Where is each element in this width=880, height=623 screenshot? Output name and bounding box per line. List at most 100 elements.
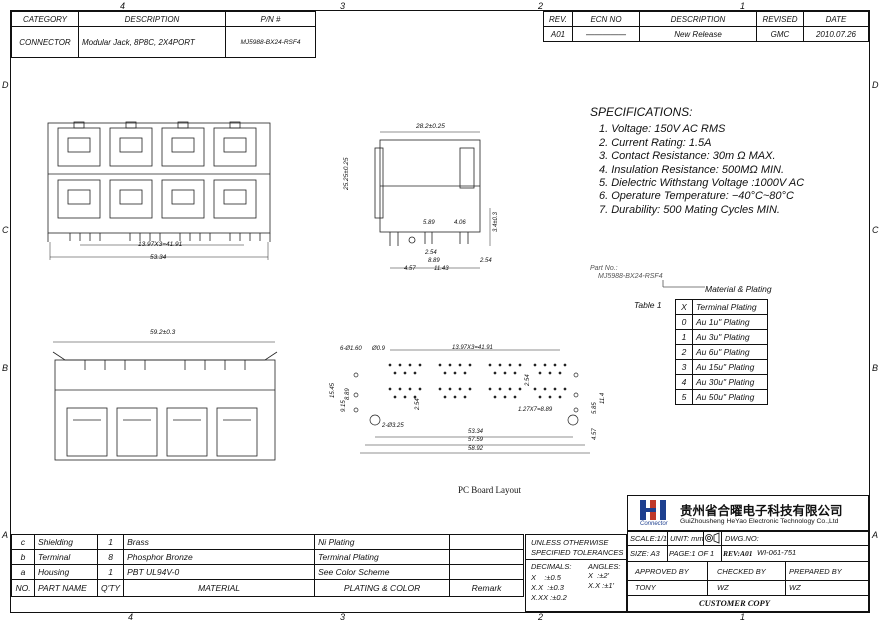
pcb-width-dim-2: 57.59 bbox=[468, 437, 484, 443]
zone-left-b: B bbox=[2, 363, 9, 373]
side-dim-3: 2.54 bbox=[425, 250, 437, 256]
bom-no: c bbox=[11, 534, 35, 550]
zone-right-b: B bbox=[872, 363, 879, 373]
pcb-hole-dim-2: Ø0.9 bbox=[372, 346, 386, 352]
zone-right-a: A bbox=[872, 530, 879, 540]
plating-code: 2 bbox=[675, 344, 693, 360]
rev-value-info: REV:A01 bbox=[723, 549, 753, 558]
plating-code: 0 bbox=[675, 314, 693, 330]
zone-top-4: 4 bbox=[120, 1, 126, 11]
zone-right-c: C bbox=[872, 225, 879, 235]
bom-plating: Terminal Plating bbox=[314, 549, 451, 565]
tolerance-block: UNLESS OTHERWISE SPECIFIED TOLERANCES DE… bbox=[525, 534, 627, 612]
bom-header-plating: PLATING & COLOR bbox=[314, 579, 451, 597]
front-pitch-dim: 13.97X3=41.91 bbox=[138, 241, 183, 248]
spec-item: 5. Dielectric Withstang Voltage :1000V A… bbox=[599, 177, 805, 190]
pn-header: P/N # bbox=[225, 11, 316, 27]
pcb-vert-dim-1: 2.54 bbox=[525, 374, 531, 386]
pcb-caption: PC Board Layout bbox=[458, 485, 521, 495]
bom-material: Phosphor Bronze bbox=[123, 549, 316, 565]
pcb-width-dim-1: 53.34 bbox=[468, 429, 484, 435]
rev-description-header: DESCRIPTION bbox=[639, 11, 757, 27]
date-value: 2010.07.26 bbox=[803, 26, 869, 42]
zone-left-a: A bbox=[2, 530, 9, 540]
dwg-label: DWG.NO: bbox=[725, 534, 759, 543]
rear-view-drawing bbox=[52, 341, 278, 461]
part-no-number: MJ5988-BX24-RSF4 bbox=[598, 273, 663, 280]
zone-bottom-3: 3 bbox=[340, 612, 346, 622]
zone-top-3: 3 bbox=[340, 1, 346, 11]
part-no-callout: Material & Plating bbox=[705, 284, 772, 294]
date-header: DATE bbox=[803, 11, 869, 27]
side-dim-8: 3.4±0.3 bbox=[493, 212, 499, 232]
side-dim-7: 2.54 bbox=[480, 258, 492, 264]
tolerance-title-2: SPECIFIED TOLERANCES bbox=[531, 548, 624, 557]
plating-col-x: X bbox=[675, 299, 693, 315]
pcb-pitch-dim: 13.97X3=41.91 bbox=[452, 345, 493, 351]
tolerance-a1: X :±2' bbox=[588, 571, 609, 580]
zone-bottom-2: 2 bbox=[538, 612, 544, 622]
plating-code: 5 bbox=[675, 389, 693, 405]
tolerance-d1: X :±0.5 bbox=[531, 573, 561, 582]
drawing-frame bbox=[10, 10, 870, 613]
drawing-info-block: SCALE:1/1 UNIT: mm DWG.NO: WI-061-751 SI… bbox=[627, 531, 869, 612]
projection-symbol-icon bbox=[705, 532, 720, 544]
pcb-hole-dim-1: 6-Ø1.60 bbox=[340, 346, 362, 352]
plating-code: 1 bbox=[675, 329, 693, 345]
spec-title: SPECIFICATIONS: bbox=[590, 105, 693, 119]
spec-item: 3. Contact Resistance: 30m Ω MAX. bbox=[599, 150, 776, 163]
specifications: SPECIFICATIONS: 1. Voltage: 150V AC RMS … bbox=[590, 105, 805, 217]
unit-value: UNIT: mm bbox=[670, 534, 704, 543]
tolerance-d2: X.X :±0.3 bbox=[531, 583, 564, 592]
pcb-height-dim-2: 8.89 bbox=[345, 388, 351, 400]
plating-name: Au 50u" Plating bbox=[692, 389, 768, 405]
tolerance-a2: X.X :±1' bbox=[588, 581, 614, 590]
pcb-layout-drawing bbox=[353, 349, 590, 454]
bom-no: b bbox=[11, 549, 35, 565]
title-block: CATEGORY DESCRIPTION P/N # CONNECTOR Mod… bbox=[11, 11, 316, 58]
dwg-number: WI-061-751 bbox=[757, 548, 797, 557]
plating-name: Au 6u" Plating bbox=[692, 344, 768, 360]
plating-code: 3 bbox=[675, 359, 693, 375]
ecn-header: ECN NO bbox=[572, 11, 640, 27]
bom-part-name: Terminal bbox=[34, 549, 98, 565]
rev-description-value: New Release bbox=[639, 26, 757, 42]
revision-block: REV. ECN NO DESCRIPTION REVISED DATE A01… bbox=[543, 11, 869, 42]
zone-top-1: 1 bbox=[740, 1, 746, 11]
category-value: CONNECTOR bbox=[11, 26, 79, 58]
pcb-pitch2-dim: 1.27X7=8.89 bbox=[518, 407, 553, 413]
pcb-height-dim-3: 9.15 bbox=[341, 400, 347, 412]
description-header: DESCRIPTION bbox=[78, 11, 226, 27]
bom-header-qty: Q'TY bbox=[96, 579, 125, 597]
pcb-peg-dim: 2-Ø3.25 bbox=[382, 423, 404, 429]
part-no-callout-line bbox=[662, 280, 705, 288]
tolerance-angles-label: ANGLES: bbox=[588, 562, 621, 571]
zone-left-d: D bbox=[2, 80, 9, 90]
bom-header-no: NO. bbox=[11, 579, 35, 597]
side-view-drawing bbox=[374, 131, 491, 269]
prepared-label: PREPARED BY bbox=[789, 567, 842, 576]
rear-width-dim: 59.2±0.3 bbox=[150, 329, 176, 336]
plating-name: Au 30u" Plating bbox=[692, 374, 768, 390]
plating-code: 4 bbox=[675, 374, 693, 390]
zone-top-2: 2 bbox=[538, 1, 544, 11]
company-name-en: GuiZhousheng HeYao Electronic Technology… bbox=[680, 518, 839, 525]
size-value: SIZE: A3 bbox=[630, 549, 660, 558]
company-logo-text: Connector bbox=[640, 521, 668, 527]
company-block: Connector 贵州省合曜电子科技有限公司 GuiZhousheng HeY… bbox=[627, 495, 869, 531]
pcb-vert-dim-4: 4.57 bbox=[592, 428, 598, 440]
zone-left-c: C bbox=[2, 225, 9, 235]
pn-value: MJ5988-BX24-RSF4 bbox=[225, 26, 316, 58]
bom-plating: See Color Scheme bbox=[314, 564, 451, 580]
page-value: PAGE:1 OF 1 bbox=[669, 549, 715, 558]
zone-right-d: D bbox=[872, 80, 879, 90]
ecn-value: ————— bbox=[572, 26, 640, 42]
side-depth-dim: 28.2±0.25 bbox=[416, 123, 445, 130]
spec-item: 2. Current Rating: 1.5A bbox=[599, 136, 712, 149]
side-dim-6: 11.43 bbox=[434, 266, 449, 272]
plating-name: Au 15u" Plating bbox=[692, 359, 768, 375]
checked-value: WZ bbox=[717, 583, 729, 592]
bom-part-name: Shielding bbox=[34, 534, 98, 550]
bom-material: PBT UL94V-0 bbox=[123, 564, 316, 580]
part-no-label: Part No.: bbox=[590, 265, 618, 272]
